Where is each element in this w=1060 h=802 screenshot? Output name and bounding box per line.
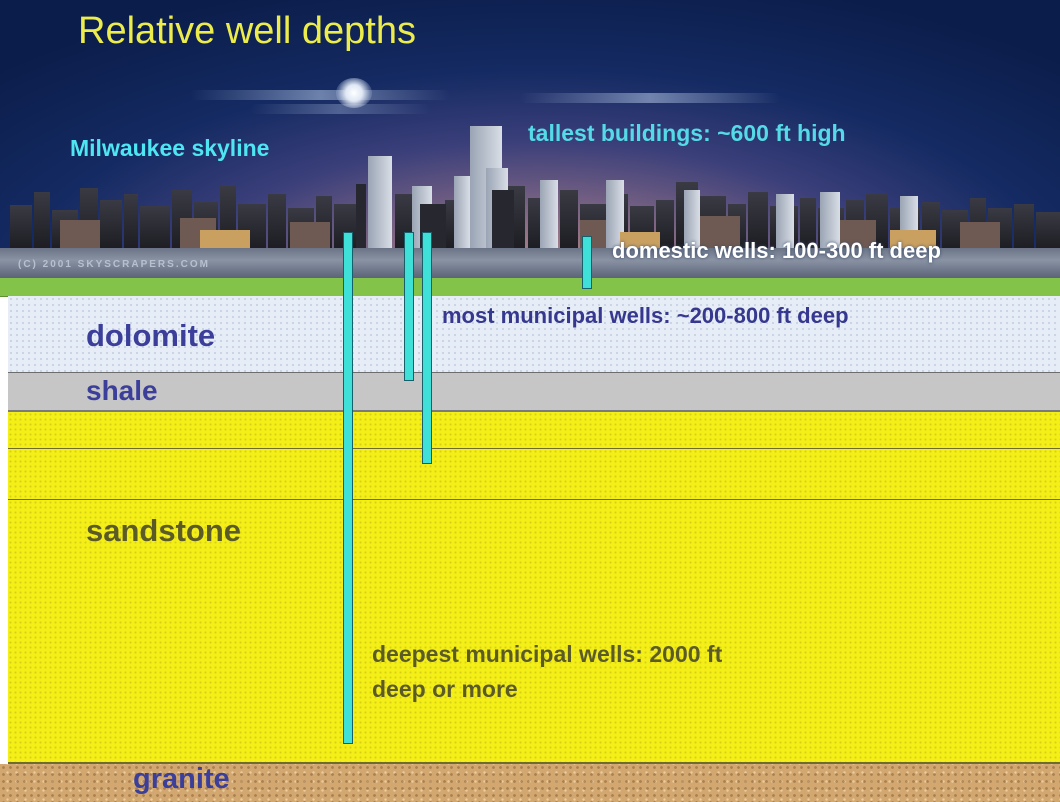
sandstone-label: sandstone [86,513,242,548]
dolomite-layer [8,296,1060,374]
deepest-municipal-well [343,232,353,744]
city-skyline [10,126,1060,250]
skyline-label-word: skyline [191,135,270,161]
granite-layer [0,764,1060,802]
lake-water [0,248,1060,278]
domestic-well [582,236,592,289]
tallest-buildings-label: tallest buildings: ~600 ft high [528,120,846,146]
skyline-label: Milwaukee skyline [70,135,269,162]
municipal-well-deep [422,232,432,464]
cloud-haze [520,93,780,103]
diagram-title: Relative well depths [78,10,416,52]
municipal-wells-label: most municipal wells: ~200-800 ft deep [442,303,849,328]
municipal-well-shallow [404,232,414,381]
skyline-label-city: Milwaukee [70,135,186,161]
sun-icon [336,78,372,108]
cloud-haze [250,104,430,114]
deepest-wells-label-line1: deepest municipal wells: 2000 ft [372,641,723,667]
deepest-wells-label-line2: deep or more [372,676,518,702]
cloud-haze [190,90,450,100]
sandstone-layer-middle [8,449,1060,501]
sandstone-layer-lower [8,500,1060,764]
ground-surface [0,278,1060,297]
shale-label: shale [86,375,158,406]
shale-layer [8,373,1060,412]
sandstone-layer-upper [8,412,1060,450]
dolomite-label: dolomite [86,318,216,353]
copyright-text: (C) 2001 SKYSCRAPERS.COM [18,259,210,270]
domestic-wells-label: domestic wells: 100-300 ft deep [612,238,941,263]
granite-label: granite [133,763,230,795]
